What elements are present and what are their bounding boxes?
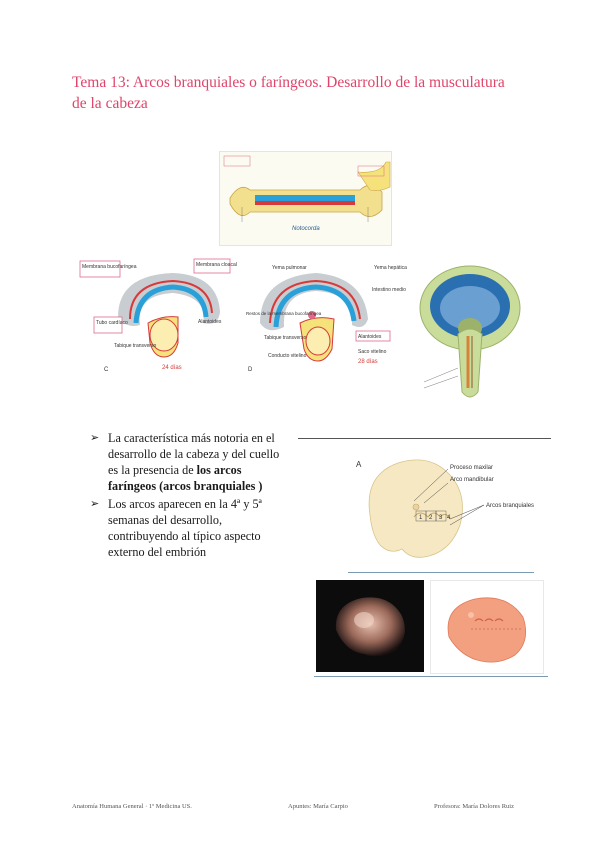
panel-letter-d: D <box>248 367 253 373</box>
days-label-d: 28 días <box>358 359 378 365</box>
label-tabique-transverso-d: Tabique transverso <box>264 335 306 341</box>
days-label-c: 24 días <box>162 365 182 371</box>
label-alantoides-d: Alantoides <box>358 334 382 340</box>
label-proceso-maxilar: Proceso maxilar <box>450 465 493 471</box>
bullet-1-text: La característica más notoria en el desa… <box>108 431 280 477</box>
bullet-item-1: ➢ La característica más notoria en el de… <box>90 430 290 494</box>
label-yema-hepatica: Yema hepática <box>374 265 407 271</box>
label-tabique-transverso: Tabique transverso <box>114 343 156 349</box>
section-divider-bottom <box>314 676 548 677</box>
label-arco-mandibular: Arco mandibular <box>450 477 494 483</box>
footer-professor: Profesora: María Dolores Ruiz <box>434 803 514 810</box>
label-intestino-medio: Intestino medio <box>372 287 406 293</box>
label-saco-vitelino: Saco vitelino <box>358 349 387 355</box>
page-title: Tema 13: Arcos branquiales o faríngeos. … <box>72 74 505 112</box>
embryo-illustration <box>430 580 544 674</box>
arch-number-3: 3 <box>439 515 443 521</box>
pharyngeal-arches-figure: 1 2 3 4 Proceso maxilar Arco mandibular … <box>350 445 540 570</box>
bullet-1-bold: los arcos faríngeos (arcos branquiales ) <box>108 463 263 493</box>
label-tubo-cardiaco: Tubo cardíaco <box>96 320 128 326</box>
label-arcos-branquiales: Arcos branquiales <box>486 503 534 509</box>
footer-author: Apuntes: María Carpio <box>288 803 348 810</box>
bullet-list: ➢ La característica más notoria en el de… <box>90 430 290 562</box>
footer-course: Anatomía Humana General · 1º Medicina US… <box>72 803 192 810</box>
section-divider-top <box>298 438 551 439</box>
arrow-bullet-icon: ➢ <box>90 497 100 510</box>
label-alantoides: Alantoides <box>198 319 222 325</box>
embryo-figure-d: Yema pulmonar Yema hepática Intestino me… <box>246 257 410 377</box>
bullet-2-text: Los arcos aparecen en la 4ª y 5ª semanas… <box>108 497 262 559</box>
panel-letter-c: C <box>104 367 109 373</box>
label-membrana-bucofaringea: Membrana bucofaríngea <box>82 264 137 270</box>
arch-number-2: 2 <box>429 515 433 521</box>
panel-letter-a: A <box>356 460 362 469</box>
arch-number-1: 1 <box>419 515 423 521</box>
arch-number-4: 4 <box>447 515 451 521</box>
section-divider-mid <box>348 572 534 573</box>
label-conducto-vitelino: Conducto vitelino <box>268 353 307 359</box>
notochord-figure: Notocorda <box>219 151 392 246</box>
arrow-bullet-icon: ➢ <box>90 431 100 444</box>
notochord-label: Notocorda <box>292 226 320 232</box>
embryo-photo <box>316 580 424 672</box>
page-footer: Anatomía Humana General · 1º Medicina US… <box>72 803 542 815</box>
label-membrana-cloacal: Membrana cloacal <box>196 262 237 268</box>
embryo-dorsal-figure <box>414 264 526 406</box>
label-restos-membrana: Restos de la membrana bucofaríngea <box>246 311 322 316</box>
bullet-item-2: ➢ Los arcos aparecen en la 4ª y 5ª seman… <box>90 496 290 560</box>
embryo-figure-c: Membrana bucofaríngea Membrana cloacal T… <box>78 257 246 377</box>
label-yema-pulmonar: Yema pulmonar <box>272 265 307 271</box>
